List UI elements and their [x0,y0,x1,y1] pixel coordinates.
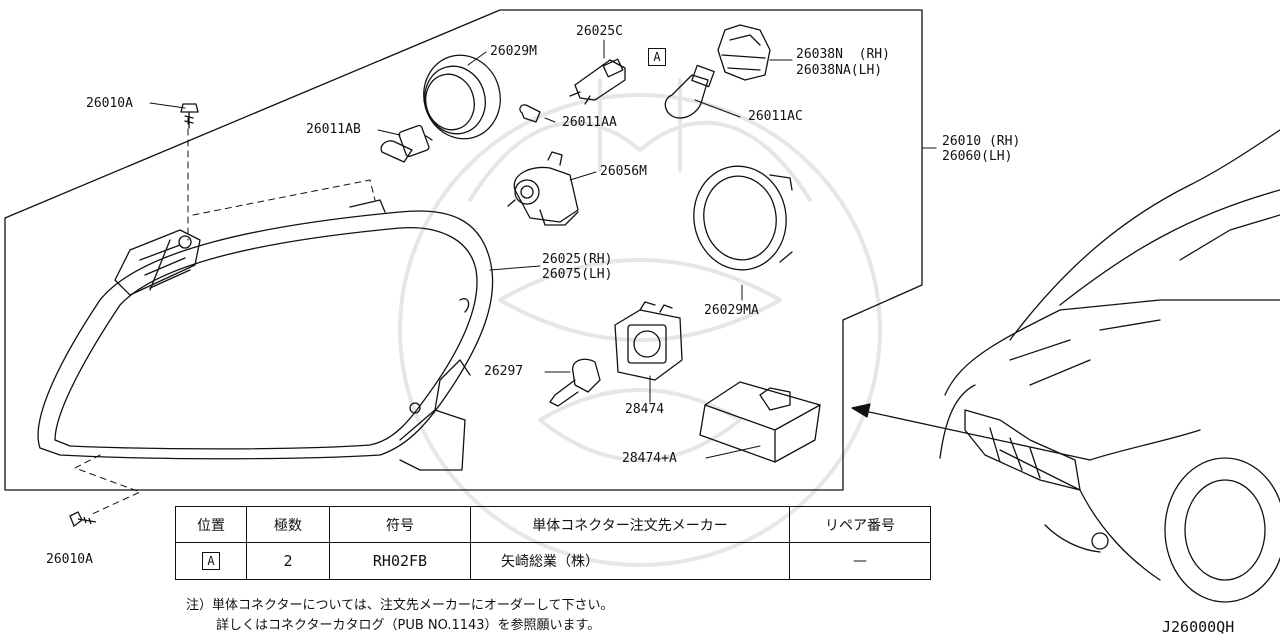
headlamp-housing [37,199,494,471]
label-26011ac: 26011AC [748,109,803,124]
socket-26038n [717,24,771,81]
label-26060: 26060(LH) [942,149,1013,164]
ballast-28474a [699,381,821,463]
ring-26029ma [693,165,793,271]
table-header-row: 位置 極数 符号 単体コネクター注文先メーカー リペア番号 [175,506,931,543]
label-26038n: 26038N (RH) [796,47,890,62]
vehicle-outline [939,129,1280,603]
label-26038na: 26038NA(LH) [796,63,883,78]
note-line-2: 詳しくはコネクターカタログ（PUB NO.1143）を参照願います。 [216,618,601,633]
header-position: 位置 [175,506,247,543]
label-26297: 26297 [484,364,524,379]
bulb-26011aa [519,104,541,123]
note-line-1: 注）単体コネクターについては、注文先メーカーにオーダーして下さい。 [186,598,614,613]
socket-26025c [569,58,626,105]
diagram-code: J26000QH [1162,618,1235,636]
cell-maker: 矢崎総業（株） [470,542,790,580]
header-repair: リペア番号 [789,506,931,543]
label-26029ma: 26029MA [704,303,759,318]
bulb-26011ac [664,64,715,119]
bulb-26011ab [380,124,433,163]
header-maker: 単体コネクター注文先メーカー [470,506,790,543]
label-28474: 28474 [625,402,665,417]
cell-repair: — [789,542,931,580]
cell-position: A [175,542,247,580]
label-26029m: 26029M [490,44,537,59]
label-26011ab: 26011AB [306,122,361,137]
location-arrow [851,403,1091,461]
screw-bottom [69,511,97,528]
cell-poles: 2 [246,542,330,580]
label-26010a-top: 26010A [86,96,133,111]
cell-code: RH02FB [329,542,471,580]
label-28474a: 28474+A [622,451,677,466]
ref-box-a: A [648,48,666,66]
leveling-motor-26056m [507,151,579,226]
assembly-frame [4,9,923,491]
connector-spec-table: 位置 極数 符号 単体コネクター注文先メーカー リペア番号 A 2 RH02FB… [175,506,931,580]
leader-lines [149,39,937,459]
label-26056m: 26056M [600,164,647,179]
label-26010: 26010 (RH) [942,134,1021,149]
header-code: 符号 [329,506,471,543]
igniter-28474 [614,301,683,381]
label-26025c: 26025C [576,24,623,39]
label-26011aa: 26011AA [562,115,617,130]
dust-cap-26029m [423,54,501,140]
label-26075: 26075(LH) [542,267,613,282]
dashed-guides [74,117,376,516]
screw-top [180,103,199,129]
label-26010a-bottom: 26010A [46,552,93,567]
bulb-26297 [549,358,601,407]
header-poles: 極数 [246,506,330,543]
table-row: A 2 RH02FB 矢崎総業（株） — [175,542,931,580]
watermark [398,78,882,567]
label-26025: 26025(RH) [542,252,613,267]
